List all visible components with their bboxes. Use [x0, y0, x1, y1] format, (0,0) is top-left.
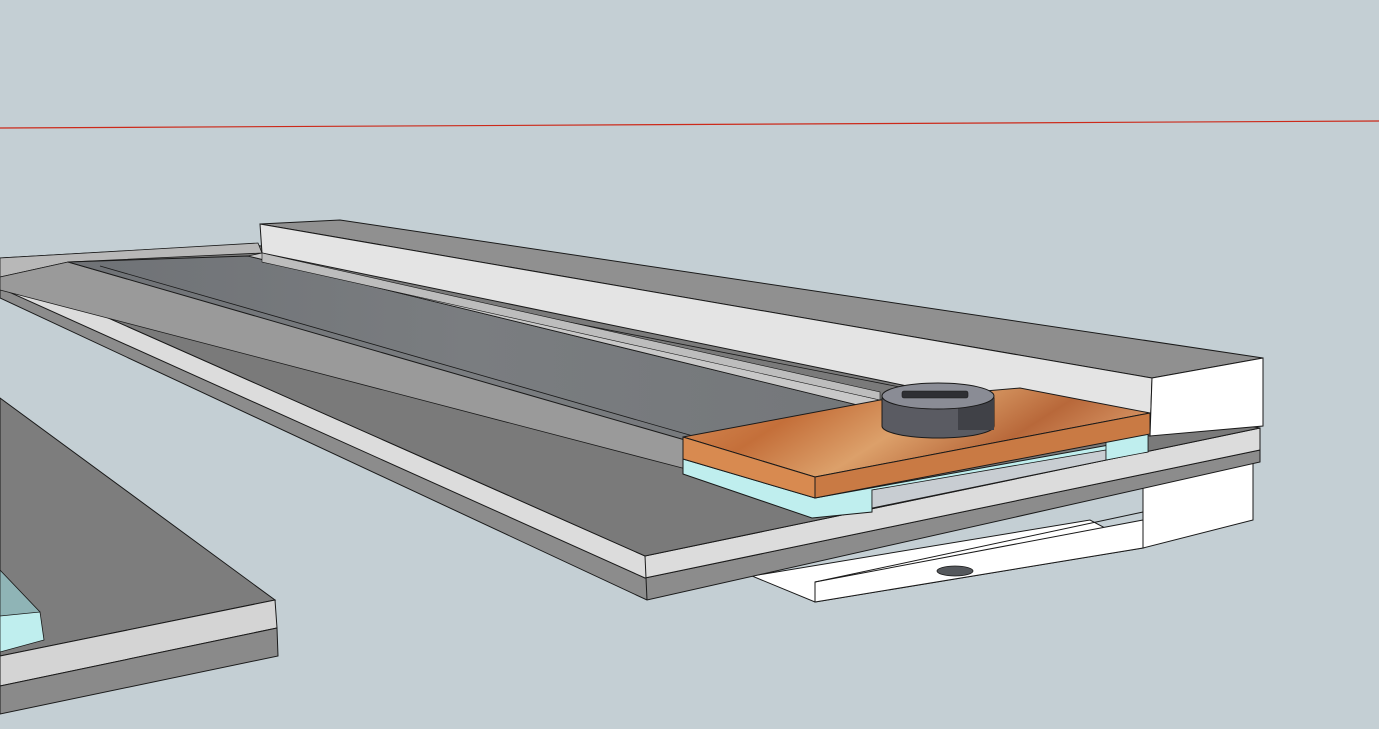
base-plate-seam — [644, 555, 648, 601]
secondary-plate-lower — [0, 627, 279, 715]
back-rail-end-face — [1149, 357, 1264, 437]
copper-block-side — [814, 412, 1151, 499]
recessed-panel-inner-line — [99, 265, 701, 439]
under-bracket-seam — [814, 511, 1144, 583]
round-knob-slot — [901, 390, 969, 399]
base-plate-rim — [0, 242, 263, 278]
under-knob-base — [936, 565, 974, 577]
secondary-plate[interactable] — [0, 397, 279, 715]
secondary-plate-inset-edge — [0, 611, 45, 653]
red-axis-line — [0, 120, 1379, 129]
round-knob[interactable] — [881, 382, 995, 439]
